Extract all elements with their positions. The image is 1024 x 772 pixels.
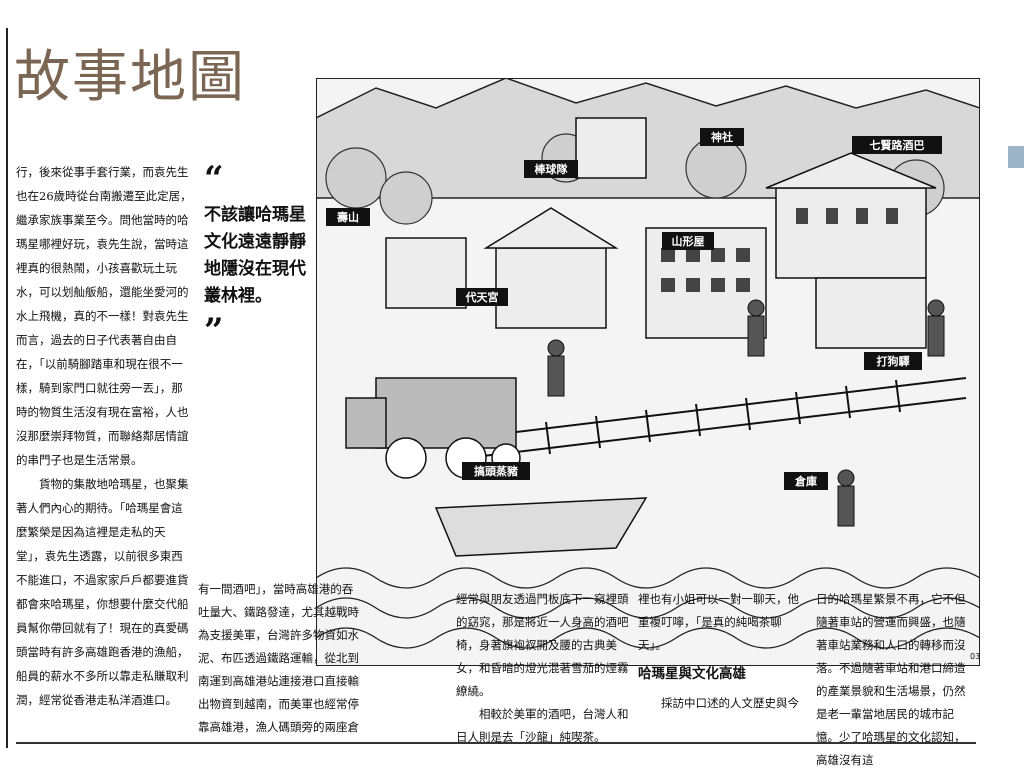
map-label-warehouse: 倉庫: [794, 474, 817, 488]
pull-quote: “ 不該讓哈瑪星文化遠遠靜靜地隱沒在現代叢林裡。 ”: [204, 162, 314, 348]
article-column-left: 行，後來從事手套行業，而袁先生也在26歲時從台南搬遷至此定居，繼承家族事業至今。…: [16, 160, 192, 712]
pull-quote-text: 不該讓哈瑪星文化遠遠靜靜地隱沒在現代叢林裡。: [204, 205, 306, 306]
article-paragraph: 裡也有小姐可以一對一聊天，他重複叮嚀，「是真的純喝茶聊天」。: [638, 592, 799, 652]
map-label-baseball-team: 棒球隊: [535, 162, 569, 176]
article-column-bottom-2: 經常與朋友透過門板底下一窺裡頭的窈窕，那是將近一人身高的酒吧椅，身著旗袍衩開及腰…: [456, 588, 636, 749]
story-map-illustration: 神社 七賢路酒巴 棒球隊 壽山 山形屋 代天宮 打狗驛 搞頭蒸豬 倉庫: [316, 78, 980, 666]
left-border-line: [6, 28, 8, 748]
slide-title: 故事地圖: [14, 45, 246, 110]
article-column-bottom-4: 日的哈瑪星繁景不再，它不但隨著車站的營運而興盛，也隨著車站業務和人口的轉移而沒落…: [816, 592, 966, 767]
scanned-article-page: 行，後來從事手套行業，而袁先生也在26歲時從台南搬遷至此定居，繼承家族事業至今。…: [14, 78, 980, 767]
map-label-shoushan: 壽山: [337, 210, 359, 224]
article-paragraph: 相較於美軍的酒吧，台灣人和日人則是去「沙龍」純喫茶。: [456, 707, 629, 744]
map-label-bar: 七賢路酒巴: [870, 138, 925, 152]
map-label-takao-station: 打狗驛: [877, 354, 910, 368]
slide-accent-square: [1008, 146, 1024, 168]
map-label-daitian-temple: 代天宮: [465, 290, 499, 304]
article-paragraph: 行，後來從事手套行業，而袁先生也在26歲時從台南搬遷至此定居，繼承家族事業至今。…: [16, 165, 192, 467]
article-column-bottom-3: 裡也有小姐可以一對一聊天，他重複叮嚀，「是真的純喝茶聊天」。 哈瑪星與文化高雄 …: [638, 588, 804, 715]
quote-close-mark: ”: [204, 311, 224, 351]
article-column-bottom-1: 有一間酒吧」，當時高雄港的吞吐量大、鐵路發達，尤其越戰時為支援美軍，台灣許多物資…: [198, 582, 359, 734]
article-paragraph: 採訪中口述的人文歷史與今: [661, 696, 799, 710]
article-paragraph: 經常與朋友透過門板底下一窺裡頭的窈窕，那是將近一人身高的酒吧椅，身著旗袍衩開及腰…: [456, 592, 629, 698]
map-label-yamagataya: 山形屋: [672, 234, 705, 248]
bottom-border-line: [16, 742, 976, 744]
section-subhead: 哈瑪星與文化高雄: [638, 666, 746, 682]
map-label-steamed-pig: 搞頭蒸豬: [474, 464, 518, 478]
quote-open-mark: “: [204, 159, 224, 199]
story-map-drawing: 神社 七賢路酒巴 棒球隊 壽山 山形屋 代天宮 打狗驛 搞頭蒸豬 倉庫: [316, 78, 980, 666]
map-label-shrine: 神社: [711, 130, 733, 144]
article-paragraph: 貨物的集散地哈瑪星，也聚集著人們內心的期待。「哈瑪星會這麼繁榮是因為這裡是走私的…: [16, 477, 189, 707]
page-number: 03: [970, 652, 981, 661]
